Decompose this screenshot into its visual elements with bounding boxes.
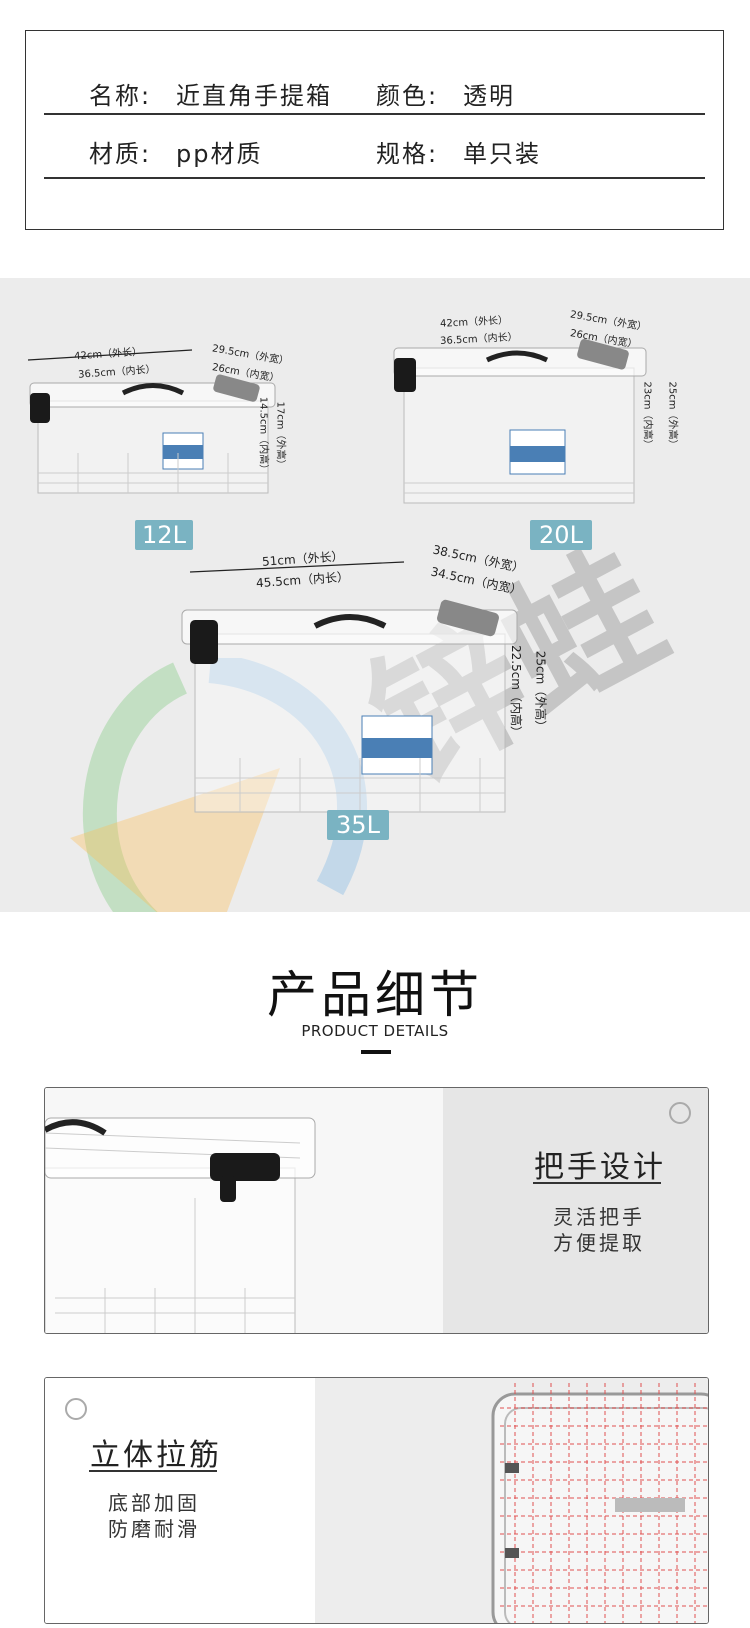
material-label: 材质: [89, 140, 152, 168]
size-badge-12l: 12L [135, 520, 193, 550]
feature-desc: 底部加固 防磨耐滑 [108, 1490, 200, 1542]
spec-table: 名称: 近直角手提箱 颜色: 透明 材质: pp材质 规格: 单只装 [25, 30, 724, 230]
handle-closeup-image [45, 1117, 316, 1333]
handle-text-panel [443, 1088, 708, 1333]
dim-20l-inner-height: 23cm（内高） [641, 381, 653, 450]
feature-desc-line2: 防磨耐滑 [108, 1517, 200, 1541]
size-badge-35l: 35L [327, 810, 389, 840]
details-subtitle: PRODUCT DETAILS [301, 1022, 449, 1040]
spec-value: 单只装 [463, 140, 541, 168]
color-label: 颜色: [376, 82, 439, 110]
dim-35l-inner-height: 22.5cm（内高） [509, 644, 524, 739]
spec-divider [44, 177, 705, 179]
circle-icon [65, 1398, 87, 1420]
dim-20l-outer-height: 25cm（外高） [666, 381, 678, 450]
feature-desc: 灵活把手 方便提取 [553, 1204, 645, 1256]
dim-arrow [189, 561, 405, 573]
feature-title: 立体拉筋 [90, 1438, 222, 1473]
feature-card-handle: 把手设计 灵活把手 方便提取 [44, 1087, 709, 1334]
feature-desc-line2: 方便提取 [553, 1231, 645, 1255]
name-value: 近直角手提箱 [176, 82, 332, 110]
color-value: 透明 [463, 82, 515, 110]
feature-title: 把手设计 [534, 1150, 666, 1185]
name-label: 名称: [89, 82, 152, 110]
box-12l-image [29, 374, 276, 494]
feature-desc-line1: 底部加固 [108, 1491, 200, 1515]
feature-card-ribs: 立体拉筋 底部加固 防磨耐滑 [44, 1377, 709, 1624]
ribs-closeup-image [491, 1383, 708, 1623]
dim-20l-outer-length: 42cm（外长） [439, 315, 509, 330]
spec-label: 规格: [376, 140, 439, 168]
title-underline [89, 1470, 217, 1472]
box-20l-image [393, 339, 647, 504]
material-value: pp材质 [176, 140, 263, 168]
dim-arrow [27, 349, 193, 361]
dim-35l-outer-height: 25cm（外高） [533, 650, 548, 733]
details-title: 产品细节 [267, 966, 483, 1024]
ribs-photo [315, 1378, 708, 1623]
dim-12l-inner-height: 14.5cm（内高） [257, 396, 269, 475]
title-underline [533, 1182, 661, 1184]
spec-divider [44, 113, 705, 115]
handle-photo [45, 1088, 443, 1333]
ribs-text-panel [45, 1378, 315, 1623]
box-35l-image [181, 599, 518, 813]
product-sizes-section: 锌蛙 42cm（外长） 36.5cm（内长） 29.5cm（外宽） 26cm（内… [0, 278, 750, 912]
dim-12l-outer-height: 17cm（外高） [274, 401, 286, 470]
logo-swoosh [70, 658, 367, 912]
feature-desc-line1: 灵活把手 [553, 1205, 645, 1229]
details-underline [361, 1050, 391, 1054]
circle-icon [669, 1102, 691, 1124]
size-badge-20l: 20L [530, 520, 592, 550]
